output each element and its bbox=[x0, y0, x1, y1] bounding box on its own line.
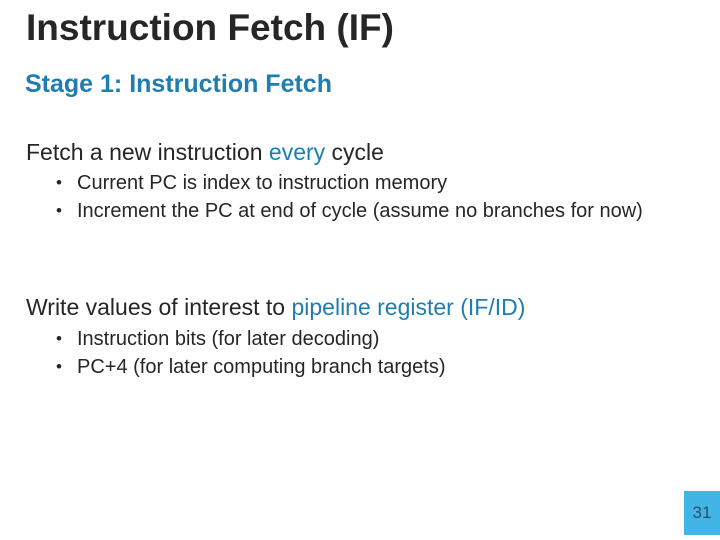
section-1-heading: Fetch a new instruction every cycle bbox=[26, 139, 384, 167]
list-item-text: Increment the PC at end of cycle (assume… bbox=[77, 200, 643, 222]
slide-subtitle: Stage 1: Instruction Fetch bbox=[25, 70, 332, 98]
list-item-text: Instruction bits (for later decoding) bbox=[77, 328, 380, 350]
list-item: • Instruction bits (for later decoding) bbox=[26, 325, 658, 353]
bullet-icon: • bbox=[56, 329, 62, 348]
section-2-heading: Write values of interest to pipeline reg… bbox=[26, 294, 525, 322]
page-number-box: 31 bbox=[684, 491, 720, 535]
list-item: • Current PC is index to instruction mem… bbox=[26, 169, 658, 197]
list-item: • PC+4 (for later computing branch targe… bbox=[26, 353, 658, 381]
bullet-icon: • bbox=[56, 357, 62, 376]
heading-accent-text: pipeline register (IF/ID) bbox=[291, 294, 526, 320]
heading-text: Fetch a new instruction bbox=[26, 139, 269, 165]
heading-accent-text: every bbox=[268, 139, 326, 165]
list-item: • Increment the PC at end of cycle (assu… bbox=[26, 197, 658, 225]
heading-text: cycle bbox=[325, 139, 384, 165]
list-item-text: Current PC is index to instruction memor… bbox=[77, 172, 448, 194]
list-item-text: PC+4 (for later computing branch targets… bbox=[77, 356, 446, 378]
page-number: 31 bbox=[692, 503, 712, 522]
bullet-icon: • bbox=[56, 173, 62, 192]
section-2-bullet-list: • Instruction bits (for later decoding) … bbox=[26, 325, 658, 381]
slide-title: Instruction Fetch (IF) bbox=[26, 7, 394, 48]
section-1-bullet-list: • Current PC is index to instruction mem… bbox=[26, 169, 658, 225]
heading-text: Write values of interest to bbox=[26, 294, 292, 320]
bullet-icon: • bbox=[56, 201, 62, 220]
